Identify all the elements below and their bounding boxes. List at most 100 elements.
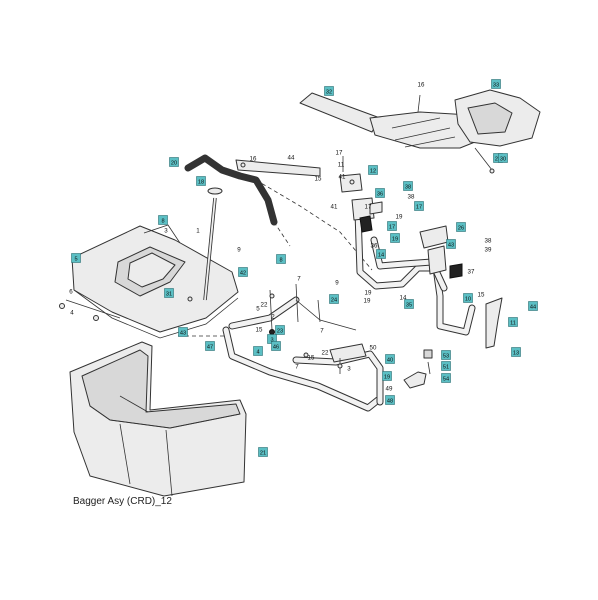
callout-box xyxy=(498,153,508,163)
callout-label: 38 xyxy=(485,237,492,244)
callout-14: 14 xyxy=(400,294,407,301)
callout-17: 17 xyxy=(365,203,372,210)
callout-box xyxy=(387,221,397,231)
callout-label: 7 xyxy=(320,327,324,334)
callout-box xyxy=(71,253,81,263)
callout-43: 43 xyxy=(446,239,456,249)
callout-label: 22 xyxy=(261,301,268,308)
callout-box xyxy=(271,341,281,351)
callout-1: 1 xyxy=(196,227,200,234)
callout-label: 28 xyxy=(495,156,501,162)
callout-30: 30 xyxy=(498,153,508,163)
callout-label: 51 xyxy=(443,364,449,370)
callout-box xyxy=(441,361,451,371)
callout-9: 9 xyxy=(237,246,241,253)
callout-box xyxy=(258,447,268,457)
callout-box xyxy=(376,249,386,259)
callout-label: 17 xyxy=(365,203,372,210)
callout-label: 50 xyxy=(370,344,377,351)
hardware-right xyxy=(403,349,433,389)
callout-label: 18 xyxy=(198,179,204,185)
callout-label: 47 xyxy=(207,344,213,350)
lower-frame xyxy=(178,283,384,412)
callout-36: 36 xyxy=(371,242,378,249)
callout-label: 1 xyxy=(196,227,200,234)
callout-label: 3 xyxy=(164,227,168,234)
callout-41: 41 xyxy=(339,173,346,180)
callout-label: 35 xyxy=(406,302,412,308)
callout-label: 36 xyxy=(377,191,383,197)
callout-box xyxy=(385,354,395,364)
callout-label: 7 xyxy=(297,275,301,282)
callout-label: 30 xyxy=(500,156,506,162)
callout-53: 53 xyxy=(441,350,451,360)
callout-49: 49 xyxy=(386,385,393,392)
chute-assembly xyxy=(299,89,541,174)
callout-label: 44 xyxy=(530,304,536,310)
callout-19: 19 xyxy=(365,289,372,296)
callout-37: 37 xyxy=(468,268,475,275)
callout-38: 38 xyxy=(408,193,415,200)
callout-19: 19 xyxy=(364,297,371,304)
callout-17: 17 xyxy=(387,221,397,231)
callout-39: 39 xyxy=(485,246,492,253)
callout-44: 44 xyxy=(528,301,538,311)
callout-19: 19 xyxy=(396,213,403,220)
callout-32: 32 xyxy=(324,86,334,96)
callout-4: 4 xyxy=(70,309,74,316)
callout-14: 14 xyxy=(376,249,386,259)
callout-23: 23 xyxy=(275,325,285,335)
callout-box xyxy=(491,79,501,89)
callout-box xyxy=(238,267,248,277)
callout-label: 15 xyxy=(315,175,322,182)
callout-label: 7 xyxy=(295,363,299,370)
callout-box xyxy=(196,176,206,186)
callout-label: 16 xyxy=(250,155,257,162)
callout-6: 6 xyxy=(69,288,73,295)
callout-label: 23 xyxy=(277,328,283,334)
callout-label: 19 xyxy=(384,374,390,380)
callout-box xyxy=(441,373,451,383)
callout-8: 8 xyxy=(158,215,168,225)
callout-label: 4 xyxy=(70,309,74,316)
bagger-handle xyxy=(184,154,373,271)
callout-38: 38 xyxy=(485,237,492,244)
callout-label: 19 xyxy=(364,297,371,304)
callout-box xyxy=(446,239,456,249)
callout-18: 18 xyxy=(196,176,206,186)
callout-box xyxy=(382,371,392,381)
callout-47: 47 xyxy=(205,341,215,351)
callout-label: 12 xyxy=(370,168,376,174)
callout-label: 48 xyxy=(387,398,393,404)
callout-15: 15 xyxy=(478,291,485,298)
callout-label: 38 xyxy=(408,193,415,200)
callout-22: 22 xyxy=(261,301,268,308)
callout-label: 9 xyxy=(335,279,339,286)
callout-box xyxy=(511,347,521,357)
callout-label: 19 xyxy=(392,236,398,242)
callout-19: 19 xyxy=(390,233,400,243)
callout-20: 20 xyxy=(169,157,179,167)
callout-label: 43 xyxy=(180,330,186,336)
callout-9: 9 xyxy=(335,279,339,286)
callout-label: 19 xyxy=(365,289,372,296)
callout-box xyxy=(178,327,188,337)
callout-label: 15 xyxy=(308,354,315,361)
grass-bag xyxy=(69,341,247,497)
callout-label: 17 xyxy=(416,204,422,210)
callout-43: 43 xyxy=(178,327,188,337)
callout-8: 8 xyxy=(276,254,286,264)
callout-label: 37 xyxy=(468,268,475,275)
callout-box xyxy=(276,254,286,264)
callout-16: 16 xyxy=(418,81,425,88)
callout-3: 3 xyxy=(164,227,168,234)
callout-box xyxy=(441,350,451,360)
callout-box xyxy=(404,299,414,309)
callout-label: 3 xyxy=(347,365,351,372)
callout-box xyxy=(390,233,400,243)
callout-35: 35 xyxy=(404,299,414,309)
support-frame xyxy=(351,197,503,349)
callout-label: 49 xyxy=(386,385,393,392)
callout-box xyxy=(385,395,395,405)
